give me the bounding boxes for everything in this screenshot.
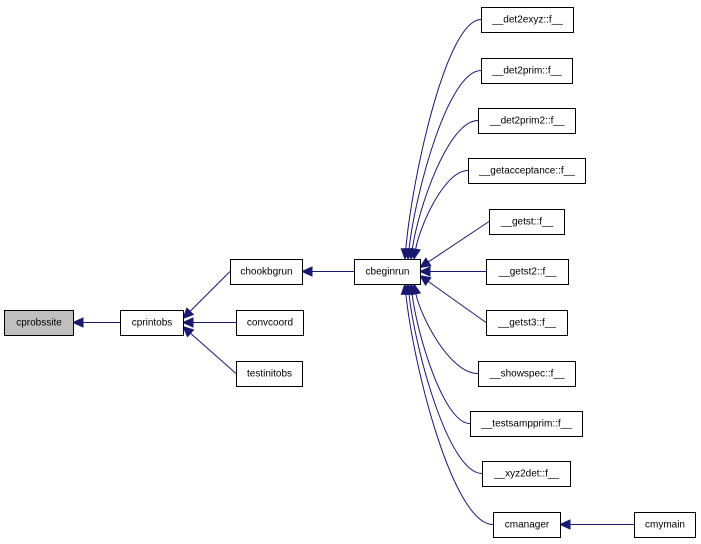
node-box[interactable]: [230, 259, 303, 285]
node-label: __xyz2det::f__: [493, 469, 559, 480]
node-label: testinitobs: [247, 369, 292, 380]
node-box[interactable]: [486, 310, 568, 336]
arrowhead-getst-to-cbeginrun: [418, 257, 432, 269]
node-box[interactable]: [481, 58, 573, 84]
edge-getst-to-cbeginrun: [428, 221, 490, 263]
node-getacceptance[interactable]: __getacceptance::f__: [468, 158, 586, 184]
node-getst2[interactable]: __getst2::f__: [486, 259, 569, 285]
edge-chookbgrun-to-cprintobs: [189, 271, 231, 312]
node-label: __getst::f__: [500, 217, 554, 228]
edges-layer: [71, 19, 634, 530]
node-chookbgrun[interactable]: chookbgrun: [230, 259, 303, 285]
edge-getacceptance-to-cbeginrun: [415, 170, 469, 250]
node-box[interactable]: [493, 512, 561, 538]
node-box[interactable]: [120, 310, 184, 336]
node-label: cmymain: [645, 520, 685, 531]
node-label: cbeginrun: [366, 267, 410, 278]
arrowhead-cmymain-to-cmanager: [558, 519, 571, 530]
node-det2exyz[interactable]: __det2exyz::f__: [481, 7, 574, 33]
edge-det2prim-to-cbeginrun: [408, 70, 482, 250]
node-testinitobs[interactable]: testinitobs: [236, 361, 303, 387]
node-box[interactable]: [478, 361, 576, 387]
node-box[interactable]: [354, 259, 421, 285]
arrowhead-convcoord-to-cprintobs: [181, 317, 194, 328]
arrowhead-getacceptance-to-cbeginrun: [410, 247, 421, 261]
edge-det2exyz-to-cbeginrun: [405, 19, 482, 250]
node-det2prim[interactable]: __det2prim::f__: [481, 58, 573, 84]
edge-getst3-to-cbeginrun: [427, 280, 487, 323]
node-xyz2det[interactable]: __xyz2det::f__: [482, 461, 571, 487]
node-label: __getacceptance::f__: [478, 166, 575, 177]
node-label: __getst3::f__: [497, 318, 556, 329]
node-label: __testsampprim::f__: [480, 419, 572, 430]
node-convcoord[interactable]: convcoord: [236, 310, 304, 336]
node-box[interactable]: [236, 310, 304, 336]
node-label: cmanager: [505, 520, 550, 531]
edge-cmanager-to-cbeginrun: [405, 293, 494, 525]
arrowhead-getst2-to-cbeginrun: [418, 266, 431, 277]
node-box[interactable]: [478, 108, 576, 134]
node-cmymain[interactable]: cmymain: [634, 512, 696, 538]
node-cprobssite[interactable]: cprobssite: [4, 310, 74, 336]
node-label: __det2exyz::f__: [491, 15, 563, 26]
node-box[interactable]: [4, 310, 74, 336]
node-box[interactable]: [470, 411, 583, 437]
edge-showspec-to-cbeginrun: [415, 293, 479, 374]
node-box[interactable]: [482, 461, 571, 487]
node-testsampprim[interactable]: __testsampprim::f__: [470, 411, 583, 437]
node-box[interactable]: [468, 158, 586, 184]
node-label: chookbgrun: [240, 267, 292, 278]
node-label: __det2prim2::f__: [488, 116, 564, 127]
node-label: cprobssite: [16, 318, 62, 329]
node-det2prim2[interactable]: __det2prim2::f__: [478, 108, 576, 134]
node-box[interactable]: [481, 7, 574, 33]
arrowhead-getst3-to-cbeginrun: [419, 274, 432, 286]
node-box[interactable]: [634, 512, 696, 538]
node-getst[interactable]: __getst::f__: [489, 209, 565, 235]
arrowhead-cmanager-to-cbeginrun: [400, 282, 412, 295]
arrowhead-cprintobs-to-cprobssite: [71, 317, 84, 328]
arrowhead-testinitobs-to-cprintobs: [182, 325, 195, 338]
node-getst3[interactable]: __getst3::f__: [486, 310, 568, 336]
node-box[interactable]: [486, 259, 569, 285]
edge-xyz2det-to-cbeginrun: [408, 293, 483, 474]
node-box[interactable]: [489, 209, 565, 235]
arrowhead-cbeginrun-to-chookbgrun: [300, 266, 313, 277]
node-box[interactable]: [236, 361, 303, 387]
node-cmanager[interactable]: cmanager: [493, 512, 561, 538]
nodes-layer: cprobssite cprintobs chookbgrun convcoord te…: [4, 7, 696, 538]
node-label: __showspec::f__: [488, 369, 564, 380]
edge-testsampprim-to-cbeginrun: [411, 293, 471, 424]
node-showspec[interactable]: __showspec::f__: [478, 361, 576, 387]
node-label: __getst2::f__: [498, 267, 557, 278]
node-cprintobs[interactable]: cprintobs: [120, 310, 184, 336]
edge-det2prim2-to-cbeginrun: [411, 120, 479, 250]
node-label: convcoord: [247, 318, 293, 329]
node-label: cprintobs: [132, 318, 173, 329]
node-cbeginrun[interactable]: cbeginrun: [354, 259, 421, 285]
node-label: __det2prim::f__: [491, 66, 562, 77]
edge-testinitobs-to-cprintobs: [190, 332, 237, 374]
arrowhead-chookbgrun-to-cprintobs: [182, 307, 195, 320]
